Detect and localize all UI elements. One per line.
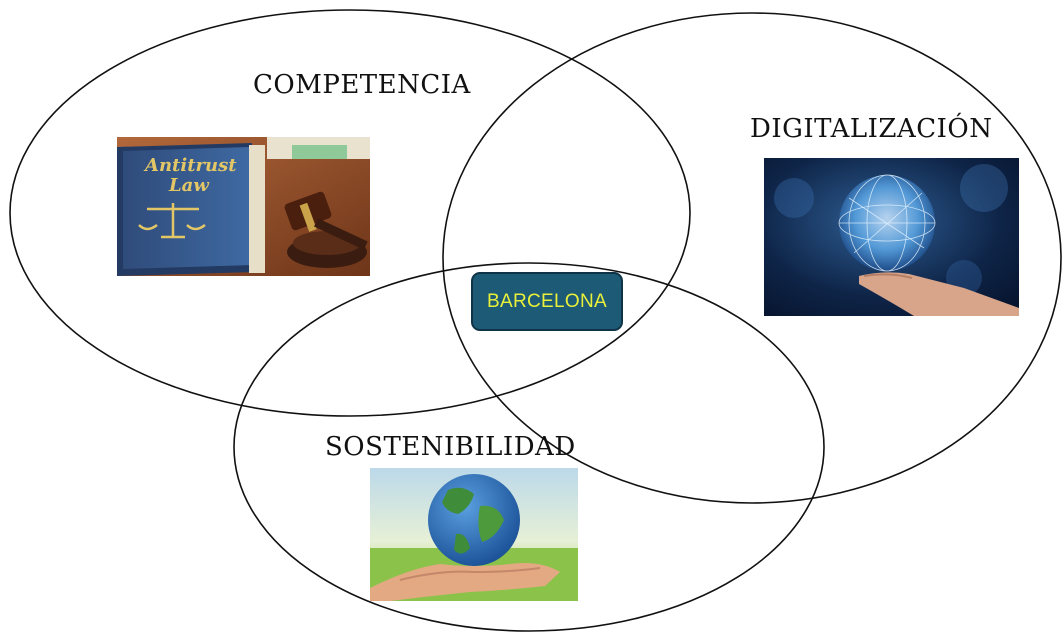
set-circle-digitalizacion xyxy=(442,12,1062,504)
label-digitalizacion: DIGITALIZACIÓN xyxy=(750,114,993,144)
set-circle-sostenibilidad xyxy=(233,262,825,632)
label-competencia: COMPETENCIA xyxy=(253,70,471,100)
center-label: BARCELONA xyxy=(487,290,607,312)
center-intersection-badge: BARCELONA xyxy=(471,272,623,331)
svg-text:Law: Law xyxy=(168,175,210,196)
set-circle-competencia xyxy=(9,9,691,417)
earth-in-hands-image xyxy=(370,468,578,601)
antitrust-law-image: Antitrust Law xyxy=(117,137,370,276)
svg-text:Antitrust: Antitrust xyxy=(143,155,237,176)
digital-globe-image xyxy=(764,158,1019,316)
label-sostenibilidad: SOSTENIBILIDAD xyxy=(325,432,576,462)
